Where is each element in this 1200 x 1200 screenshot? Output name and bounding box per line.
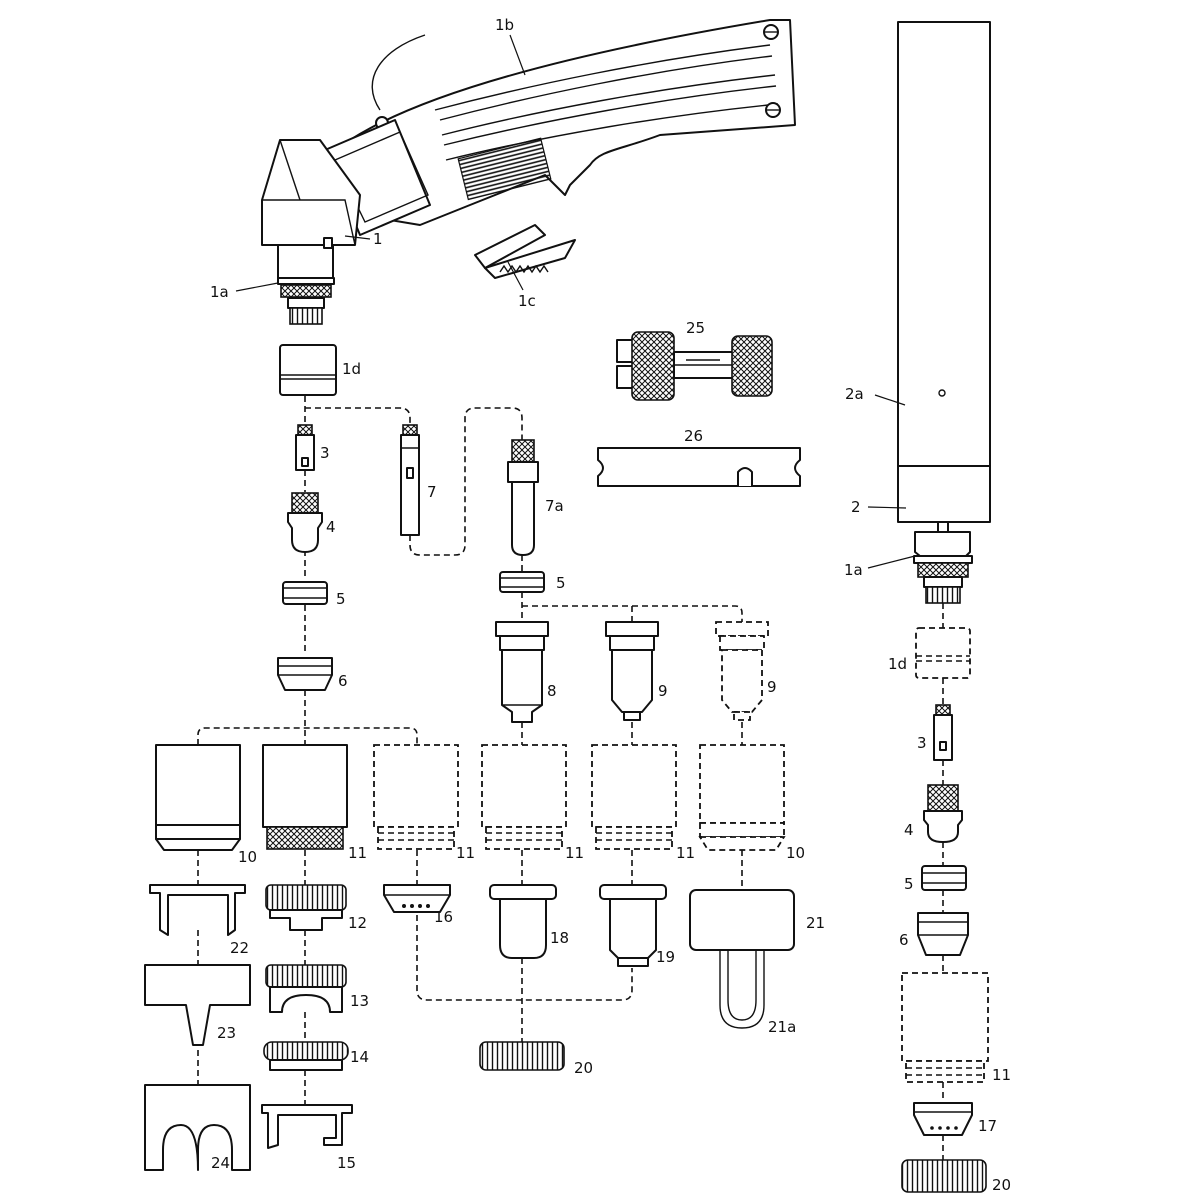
part-11-cup-machine: [901, 972, 989, 1083]
label-11-right: 11: [992, 1066, 1011, 1084]
label-24: 24: [211, 1154, 230, 1172]
label-20: 20: [574, 1059, 593, 1077]
part-18-shield-cap: [489, 884, 557, 959]
part-14-standoff: [263, 1041, 349, 1071]
label-1a: 1a: [210, 283, 229, 301]
label-4-right: 4: [904, 821, 914, 839]
part-9-nozzle-optional: [715, 621, 769, 721]
label-16: 16: [434, 908, 453, 926]
label-10b: 10: [786, 844, 805, 862]
label-1c: 1c: [518, 292, 536, 310]
label-11c: 11: [565, 844, 584, 862]
part-4-swirl-machine: [923, 784, 963, 843]
label-6-right: 6: [899, 931, 909, 949]
part-19-shield-cap: [599, 884, 667, 967]
label-5b: 5: [556, 574, 566, 592]
part-20-knurled-cap: [479, 1041, 565, 1071]
label-1d: 1d: [342, 360, 361, 378]
label-1b: 1b: [495, 16, 514, 34]
part-15-spacer: [261, 1104, 353, 1149]
part-16-shield: [383, 884, 451, 913]
part-17-shield-machine: [913, 1102, 973, 1136]
label-3-right: 3: [917, 734, 927, 752]
part-5-ring-second: [499, 571, 545, 593]
label-2: 2: [851, 498, 861, 516]
part-10-shield-cup: [155, 744, 241, 851]
part-22-spacer: [149, 884, 246, 936]
hand-torch: [261, 19, 796, 325]
label-17: 17: [978, 1117, 997, 1135]
label-21: 21: [806, 914, 825, 932]
label-4: 4: [326, 518, 336, 536]
part-21-shield-body: [689, 889, 795, 1029]
part-1d-ring-machine: [915, 627, 971, 679]
label-11a: 11: [348, 844, 367, 862]
label-1d-right: 1d: [888, 655, 907, 673]
trigger-clip: [474, 224, 576, 279]
part-10-shield-cup-optional: [698, 744, 786, 851]
leader-lines: [235, 34, 916, 569]
label-3: 3: [320, 444, 330, 462]
torch-handle: [349, 19, 796, 226]
part-4-swirl-ring: [287, 492, 323, 553]
label-5-right: 5: [904, 875, 914, 893]
part-11-retaining-cup-d: [591, 744, 677, 850]
label-23: 23: [217, 1024, 236, 1042]
label-25: 25: [686, 319, 705, 337]
part-24-fork-guide: [144, 1084, 251, 1171]
part-12-standoff: [265, 884, 347, 931]
label-12: 12: [348, 914, 367, 932]
part-25-knurled-tool: [616, 331, 773, 401]
part-6-diffuser: [277, 657, 333, 691]
label-9: 9: [658, 682, 668, 700]
label-15: 15: [337, 1154, 356, 1172]
part-1d-retaining-ring: [279, 344, 337, 396]
label-11b: 11: [456, 844, 475, 862]
part-11-retaining-cup-a: [262, 744, 348, 850]
part-3-electrode: [295, 424, 315, 471]
part-9-nozzle: [605, 621, 659, 721]
label-19: 19: [656, 948, 675, 966]
part-23-cone-guide: [144, 964, 251, 1046]
label-22: 22: [230, 939, 249, 957]
part-11-retaining-cup-b: [373, 744, 459, 850]
label-20-right: 20: [992, 1176, 1011, 1194]
part-3-electrode-machine: [933, 704, 953, 761]
label-10: 10: [238, 848, 257, 866]
label-9b: 9: [767, 678, 777, 696]
label-14: 14: [350, 1048, 369, 1066]
part-5-ring: [282, 581, 328, 605]
label-18: 18: [550, 929, 569, 947]
part-11-retaining-cup-c: [481, 744, 567, 850]
part-6-diffuser-machine: [917, 912, 969, 956]
label-7a: 7a: [545, 497, 564, 515]
torch-cable: [371, 34, 426, 111]
part-7-long-electrode: [400, 424, 420, 536]
label-1a-right: 1a: [844, 561, 863, 579]
part-13-standoff: [265, 964, 347, 1013]
label-6: 6: [338, 672, 348, 690]
label-5: 5: [336, 590, 346, 608]
part-8-nozzle: [495, 621, 549, 723]
assembly-guide-lines: [197, 396, 743, 1105]
part-26-spanner: [597, 447, 801, 487]
label-11d: 11: [676, 844, 695, 862]
part-5-ring-machine: [921, 865, 967, 891]
part-20-knurled-cap-machine: [901, 1159, 987, 1193]
machine-torch: [897, 21, 991, 604]
label-8: 8: [547, 682, 557, 700]
label-21a: 21a: [768, 1018, 796, 1036]
label-7: 7: [427, 483, 437, 501]
label-13: 13: [350, 992, 369, 1010]
part-7a-long-swirl-ring: [507, 439, 539, 556]
label-26: 26: [684, 427, 703, 445]
label-1: 1: [373, 230, 383, 248]
part-labels: 1 1a 1b 1c 1d 3 4 5 6 7 7a 5 8 9 9 10 11…: [210, 16, 1011, 1194]
label-2a: 2a: [845, 385, 864, 403]
